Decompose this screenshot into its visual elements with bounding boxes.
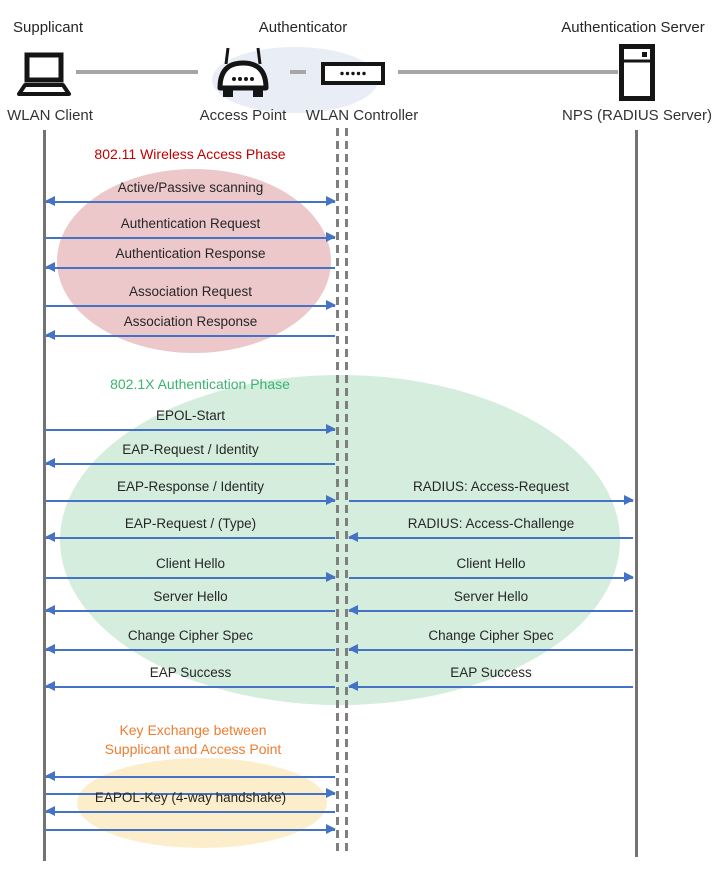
message-arrow-line bbox=[46, 335, 335, 337]
arrowhead-right-icon bbox=[326, 788, 336, 798]
arrowhead-right-icon bbox=[326, 824, 336, 834]
message-arrow-line bbox=[46, 793, 335, 795]
message-arrow-line bbox=[349, 500, 633, 502]
arrowhead-right-icon bbox=[326, 232, 336, 242]
arrowhead-left-icon bbox=[45, 806, 55, 816]
arrowhead-right-icon bbox=[326, 196, 336, 206]
arrowhead-left-icon bbox=[348, 681, 358, 691]
message-arrow-line bbox=[46, 237, 335, 239]
connector-line-segment bbox=[76, 70, 198, 74]
role-label-authenticator: Authenticator bbox=[258, 19, 348, 36]
message-label: Client Hello bbox=[456, 556, 526, 571]
message-arrow-line bbox=[46, 537, 335, 539]
message-arrow-line bbox=[349, 649, 633, 651]
phase2-title: 802.1X Authentication Phase bbox=[110, 376, 290, 392]
message-label: EAP-Response / Identity bbox=[116, 479, 265, 494]
message-arrow-line bbox=[46, 463, 335, 465]
message-arrow-line bbox=[349, 537, 633, 539]
phase3-ellipse bbox=[77, 758, 327, 848]
arrowhead-left-icon bbox=[348, 532, 358, 542]
lifeline-wlan-controller-dashed bbox=[336, 128, 339, 853]
message-label: Change Cipher Spec bbox=[127, 628, 254, 643]
message-arrow-line bbox=[46, 500, 335, 502]
server-icon bbox=[619, 44, 655, 101]
connector-line-segment bbox=[398, 70, 618, 74]
arrowhead-left-icon bbox=[348, 644, 358, 654]
message-arrow-line bbox=[46, 267, 335, 269]
message-label: EAP-Request / (Type) bbox=[124, 516, 257, 531]
message-arrow-line bbox=[349, 577, 633, 579]
message-arrow-line bbox=[46, 610, 335, 612]
arrowhead-left-icon bbox=[45, 330, 55, 340]
message-arrow-line bbox=[349, 686, 633, 688]
message-label: Server Hello bbox=[153, 589, 228, 604]
arrowhead-left-icon bbox=[348, 605, 358, 615]
access-point-icon bbox=[215, 44, 271, 102]
device-label-nps-radius: NPS (RADIUS Server) bbox=[561, 107, 713, 124]
arrowhead-left-icon bbox=[45, 644, 55, 654]
message-arrow-line bbox=[46, 305, 335, 307]
message-arrow-line bbox=[46, 429, 335, 431]
message-arrow-line bbox=[46, 201, 335, 203]
arrowhead-right-icon bbox=[326, 495, 336, 505]
message-label: Server Hello bbox=[453, 589, 529, 604]
message-arrow-line bbox=[46, 776, 335, 778]
message-label: Authentication Response bbox=[115, 246, 266, 261]
message-label: EAPOL-Key (4-way handshake) bbox=[94, 790, 287, 805]
message-arrow-line bbox=[46, 829, 335, 831]
message-label: Active/Passive scanning bbox=[117, 180, 264, 195]
arrowhead-right-icon bbox=[326, 572, 336, 582]
phase3-title: Key Exchange between Supplicant and Acce… bbox=[104, 722, 282, 757]
laptop-icon bbox=[15, 52, 73, 98]
message-label: Client Hello bbox=[155, 556, 226, 571]
role-label-supplicant: Supplicant bbox=[13, 19, 84, 36]
wlan-controller-icon bbox=[321, 62, 385, 85]
message-label: RADIUS: Access-Request bbox=[412, 479, 570, 494]
lifeline-wlan-controller-dashed bbox=[345, 128, 348, 853]
message-label: Change Cipher Spec bbox=[428, 628, 554, 643]
arrowhead-left-icon bbox=[45, 458, 55, 468]
arrowhead-right-icon bbox=[624, 495, 634, 505]
device-label-wlan-controller: WLAN Controller bbox=[305, 107, 419, 124]
arrowhead-left-icon bbox=[45, 771, 55, 781]
phase1-ellipse bbox=[57, 169, 331, 353]
arrowhead-left-icon bbox=[45, 605, 55, 615]
message-arrow-line bbox=[46, 577, 335, 579]
connector-line-segment bbox=[290, 70, 306, 74]
device-label-access-point: Access Point bbox=[199, 107, 287, 124]
arrowhead-left-icon bbox=[45, 262, 55, 272]
phase1-title: 802.11 Wireless Access Phase bbox=[94, 146, 286, 162]
arrowhead-left-icon bbox=[45, 532, 55, 542]
message-label: RADIUS: Access-Challenge bbox=[407, 516, 575, 531]
message-label: Association Response bbox=[123, 314, 258, 329]
arrowhead-left-icon bbox=[45, 196, 55, 206]
role-label-authentication-server: Authentication Server bbox=[561, 19, 705, 36]
message-label: EPOL-Start bbox=[155, 408, 226, 423]
message-label: Authentication Request bbox=[120, 216, 261, 231]
arrowhead-left-icon bbox=[45, 681, 55, 691]
message-arrow-line bbox=[349, 610, 633, 612]
message-label: EAP Success bbox=[450, 665, 532, 680]
arrowhead-right-icon bbox=[326, 300, 336, 310]
message-label: EAP Success bbox=[149, 665, 232, 680]
arrowhead-right-icon bbox=[624, 572, 634, 582]
message-label: EAP-Request / Identity bbox=[122, 442, 259, 457]
message-label: Association Request bbox=[128, 284, 253, 299]
lifeline-wlan-client bbox=[43, 130, 46, 861]
message-arrow-line bbox=[46, 686, 335, 688]
message-arrow-line bbox=[46, 811, 335, 813]
arrowhead-right-icon bbox=[326, 424, 336, 434]
message-arrow-line bbox=[46, 649, 335, 651]
lifeline-nps-server bbox=[635, 130, 638, 857]
device-label-wlan-client: WLAN Client bbox=[7, 107, 93, 124]
